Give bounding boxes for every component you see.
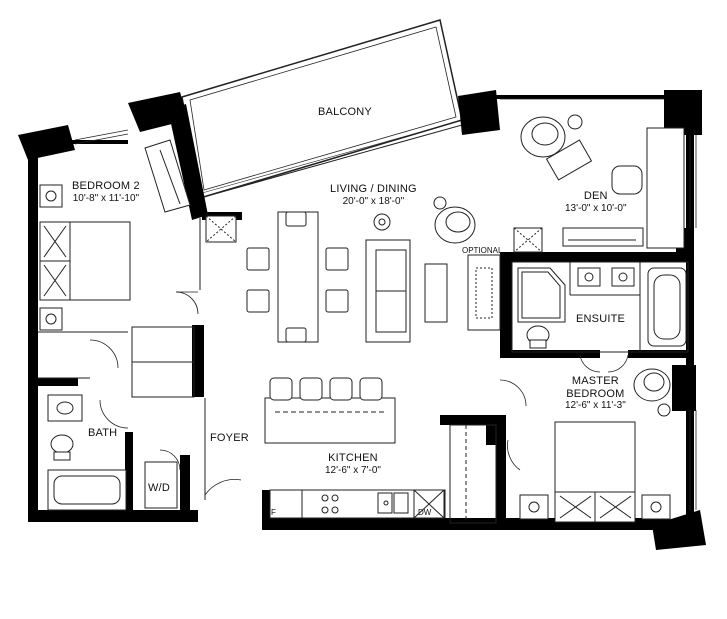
bedroom2-name: BEDROOM 2 [72, 180, 140, 192]
balcony-door-line [199, 124, 463, 199]
master-name-line2: BEDROOM [566, 387, 625, 400]
dining-table [277, 211, 319, 343]
bedroom2-dims: 10'-8" x 11'-10" [72, 192, 140, 204]
kitchen-island [264, 397, 396, 444]
living-name: LIVING / DINING [330, 183, 417, 195]
foyer-name: FOYER [210, 432, 249, 444]
room-label-balcony: BALCONY [318, 106, 372, 119]
master-name-line1: MASTER [571, 375, 619, 387]
ensuite-name: ENSUITE [576, 313, 626, 325]
room-label-foyer: FOYER [210, 432, 249, 445]
room-label-bedroom2: BEDROOM 2 10'-8" x 11'-10" [72, 180, 140, 204]
master-dims: 12'-6" x 11'-3" [565, 400, 626, 412]
room-label-ensuite: ENSUITE [576, 313, 625, 326]
room-label-den: DEN 13'-0" x 10'-0" [565, 190, 627, 214]
windows [74, 98, 697, 510]
balcony-inner [189, 26, 457, 191]
room-label-bath: BATH [88, 427, 117, 440]
dishwasher-label: DW [418, 508, 432, 517]
den-dims: 13'-0" x 10'-0" [565, 202, 627, 214]
living-dims: 20'-0" x 18'-0" [342, 195, 405, 207]
optional-label: OPTIONAL [462, 246, 503, 255]
doors [89, 291, 629, 496]
room-label-kitchen: KITCHEN 12'-6" x 7'-0" [325, 452, 381, 476]
kitchen-dims: 12'-6" x 7'-0" [325, 464, 381, 476]
furniture [39, 114, 687, 523]
balcony-name: BALCONY [318, 106, 372, 118]
interior-lines [38, 218, 689, 524]
room-label-living: LIVING / DINING 20'-0" x 18'-0" [330, 183, 417, 207]
kitchen-name: KITCHEN [328, 452, 378, 464]
exterior-walls [18, 90, 706, 550]
wd-name: W/D [148, 482, 170, 494]
bath-name: BATH [88, 427, 118, 439]
room-label-master: MASTER BEDROOM 12'-6" x 11'-3" [565, 375, 626, 412]
room-label-wd: W/D [148, 482, 170, 495]
den-name: DEN [583, 190, 608, 202]
fridge-label: F [271, 508, 276, 517]
